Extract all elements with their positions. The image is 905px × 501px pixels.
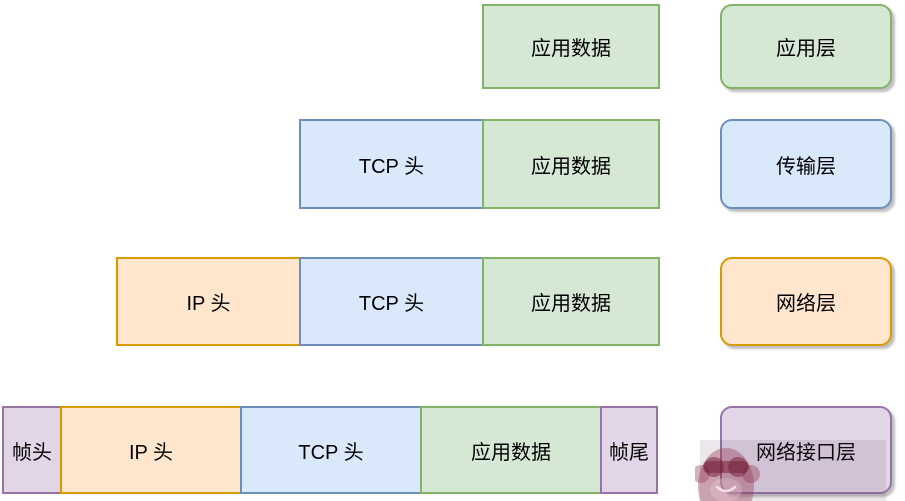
cell-tcp-header-row4: TCP 头 — [240, 406, 422, 494]
cell-app-data-row2: 应用数据 — [482, 119, 660, 209]
cell-frame-header: 帧头 — [2, 406, 62, 494]
cell-tcp-header-row3: TCP 头 — [299, 257, 484, 346]
layer-box-transport: 传输层 — [720, 119, 892, 209]
layer-box-application: 应用层 — [720, 4, 892, 89]
layer-box-network-interface: 网络接口层 — [720, 406, 892, 494]
cell-ip-header-row4: IP 头 — [60, 406, 242, 494]
cell-ip-header-row3: IP 头 — [116, 257, 301, 346]
cell-app-data-row4: 应用数据 — [420, 406, 602, 494]
cell-frame-trailer: 帧尾 — [600, 406, 658, 494]
layer-box-network: 网络层 — [720, 257, 892, 346]
cell-app-data-row1: 应用数据 — [482, 4, 660, 89]
cell-tcp-header-row2: TCP 头 — [299, 119, 484, 209]
cell-app-data-row3: 应用数据 — [482, 257, 660, 346]
